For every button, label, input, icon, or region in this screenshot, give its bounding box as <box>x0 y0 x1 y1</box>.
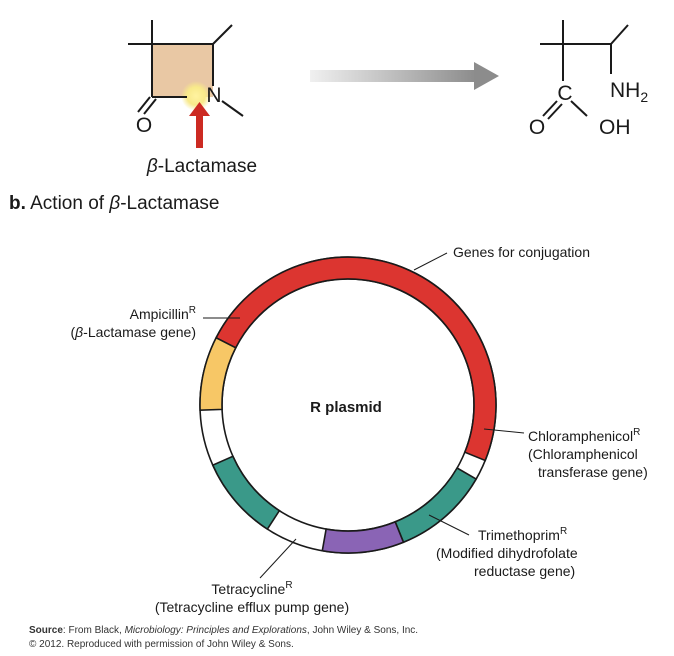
segment-trimethoprim <box>321 520 405 554</box>
product-oh: OH <box>599 116 631 139</box>
segment-chloramphenicol <box>394 466 478 544</box>
label-tetracycline: TetracyclineR <box>211 580 292 597</box>
leader-lines <box>203 252 525 579</box>
label-chloramphenicol-detail-2: transferase gene) <box>538 464 648 480</box>
red-arrow-icon <box>189 102 210 148</box>
label-chloramphenicol-detail-1: (Chloramphenicol <box>528 446 638 462</box>
label-trimethoprim: TrimethoprimR <box>478 526 567 543</box>
product-atom-c: C <box>557 82 572 105</box>
product-nh2: NH2 <box>610 79 648 105</box>
plasmid-name: R plasmid <box>310 399 382 416</box>
label-ampicillin: AmpicillinR <box>130 305 196 322</box>
product-atom-o: O <box>529 116 545 139</box>
reaction-arrow-icon <box>310 62 499 90</box>
segment-ampicillin <box>199 336 237 411</box>
product-bonds <box>540 20 629 120</box>
cleavage-site-highlight <box>181 81 211 111</box>
lactam-bonds <box>128 20 244 117</box>
label-trimethoprim-detail-2: reductase gene) <box>474 563 575 579</box>
atom-o: O <box>136 114 152 137</box>
atom-n: N <box>206 84 221 107</box>
label-genes-for-conjugation: Genes for conjugation <box>453 244 590 260</box>
segment-genes-for-conjugation <box>215 256 497 462</box>
beta-lactam-structure: O N β-Lactamase <box>128 20 257 177</box>
label-tetracycline-detail: (Tetracycline efflux pump gene) <box>155 599 349 615</box>
plasmid-ring <box>199 256 497 554</box>
segment-tetracycline <box>211 455 281 531</box>
section-heading: b. Action of β-Lactamase <box>9 193 219 214</box>
source-line-1: Source: From Black, Microbiology: Princi… <box>29 625 418 636</box>
label-ampicillin-detail: (β-Lactamase gene) <box>70 324 196 340</box>
label-trimethoprim-detail-1: (Modified dihydrofolate <box>436 545 578 561</box>
product-structure: C NH2 O OH <box>529 20 648 139</box>
source-line-2: © 2012. Reproduced with permission of Jo… <box>29 639 294 650</box>
enzyme-label: β-Lactamase <box>146 156 257 177</box>
plasmid-segments <box>199 256 497 554</box>
label-chloramphenicol: ChloramphenicolR <box>528 427 640 444</box>
